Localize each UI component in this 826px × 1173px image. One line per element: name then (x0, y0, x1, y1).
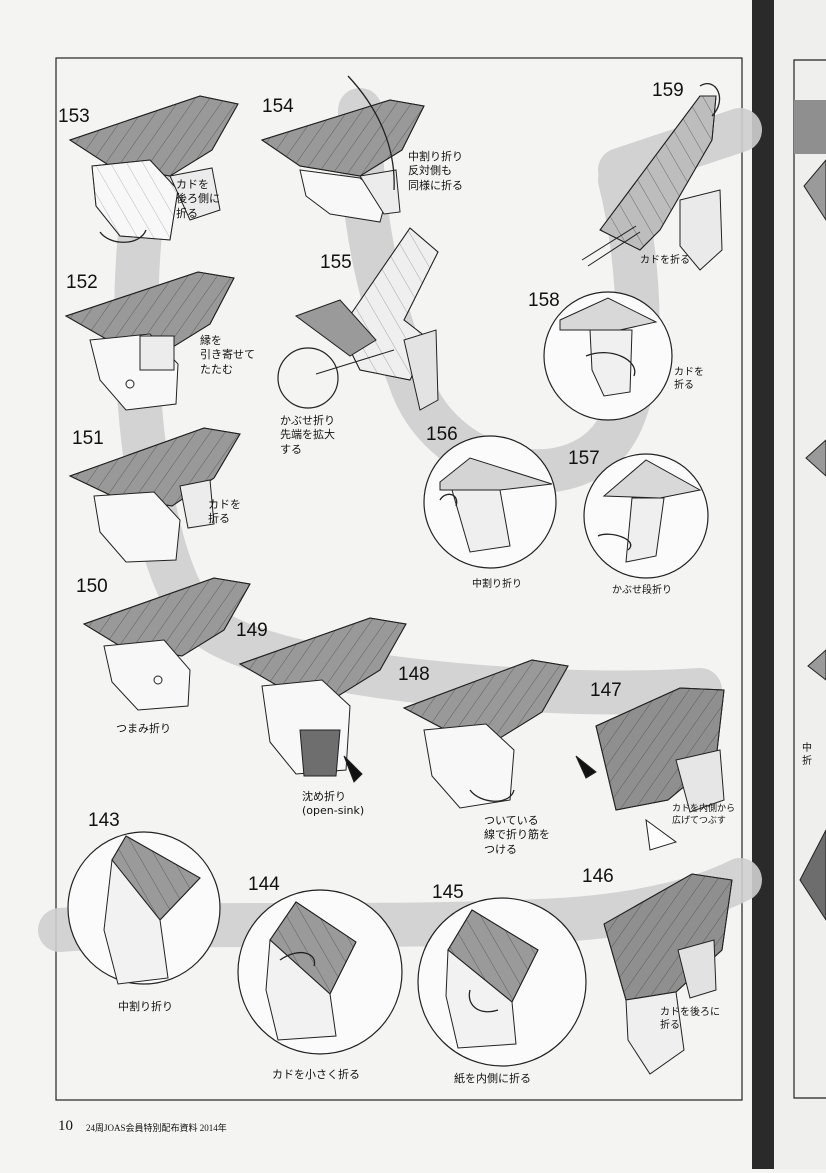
step-155-instruction: かぶせ折り 先端を拡大 する (280, 414, 335, 457)
step-148-instruction: ついている 線で折り筋を つける (484, 814, 550, 857)
model-158 (544, 292, 672, 420)
step-145-instruction: 紙を内側に折る (454, 1072, 531, 1086)
step-159-instruction: カドを折る (640, 254, 690, 267)
page-number: 10 (58, 1118, 73, 1135)
step-147-instruction: カドを内側から 広げてつぶす (672, 804, 735, 827)
page-footer-text: 24周JOAS会員特別配布資料 2014年 (86, 1121, 227, 1134)
step-number-156: 156 (426, 424, 458, 446)
model-143 (68, 832, 220, 984)
step-144-instruction: カドを小さく折る (272, 1068, 360, 1082)
step-151-instruction: カドを 折る (208, 498, 241, 527)
step-number-149: 149 (236, 620, 268, 642)
right-page-edge-text: 中 折 (802, 742, 812, 768)
step-number-158: 158 (528, 290, 560, 312)
step-152-instruction: 縁を 引き寄せて たたむ (200, 334, 255, 377)
step-number-145: 145 (432, 882, 464, 904)
step-number-148: 148 (398, 664, 430, 686)
step-146-instruction: カドを後ろに 折る (660, 1006, 720, 1032)
step-143-instruction: 中割り折り (118, 1000, 173, 1014)
step-156-instruction: 中割り折り (472, 578, 522, 591)
step-149-instruction: 沈め折り (open-sink) (302, 790, 364, 819)
step-number-154: 154 (262, 96, 294, 118)
step-153-instruction: カドを 後ろ側に 折る (176, 178, 220, 221)
step-154-instruction: 中割り折り 反対側も 同様に折る (408, 150, 463, 193)
model-144 (238, 890, 402, 1054)
step-number-155: 155 (320, 252, 352, 274)
step-number-147: 147 (590, 680, 622, 702)
step-number-153: 153 (58, 106, 90, 128)
model-156 (424, 436, 556, 568)
model-145 (418, 898, 586, 1066)
step-number-146: 146 (582, 866, 614, 888)
step-157-instruction: かぶせ段折り (612, 584, 672, 597)
model-157 (584, 454, 708, 578)
step-number-159: 159 (652, 80, 684, 102)
step-number-157: 157 (568, 448, 600, 470)
step-number-144: 144 (248, 874, 280, 896)
step-number-143: 143 (88, 810, 120, 832)
step-number-150: 150 (76, 576, 108, 598)
step-158-instruction: カドを 折る (674, 366, 704, 392)
step-number-151: 151 (72, 428, 104, 450)
step-number-152: 152 (66, 272, 98, 294)
book-spine (752, 0, 774, 1169)
step-150-instruction: つまみ折り (116, 722, 171, 736)
ribbon-right (794, 100, 826, 154)
